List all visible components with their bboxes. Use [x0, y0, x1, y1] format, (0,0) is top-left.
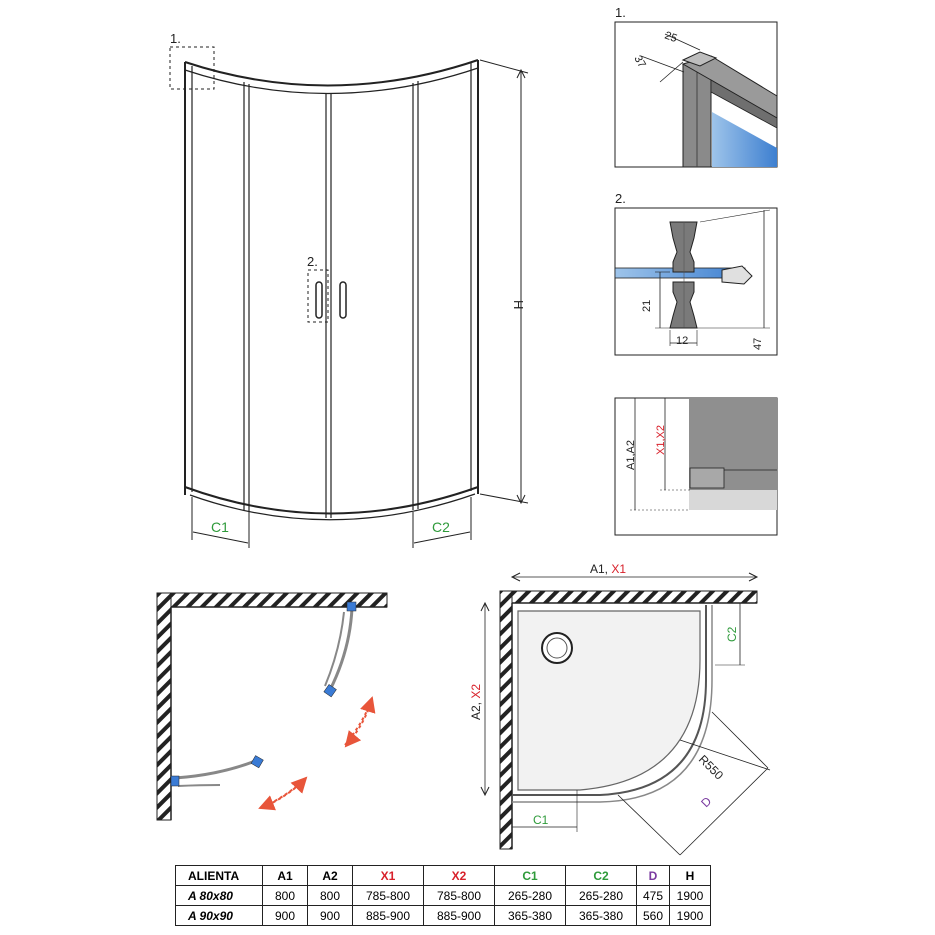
- cell-d: 475: [636, 885, 670, 906]
- detail2-callout-label: 2.: [307, 254, 318, 269]
- cell-a1: 800: [262, 885, 308, 906]
- cell-x1: 885-900: [352, 905, 424, 926]
- table-row: A 90x90 900 900 885-900 885-900 365-380 …: [175, 905, 711, 926]
- detail2-panel: [614, 207, 778, 356]
- plan-c1-label: C1: [533, 813, 549, 827]
- detail3-a1a2-label: A1,A2: [625, 440, 637, 470]
- cell-model: A 80x80: [175, 885, 263, 906]
- c1-front-label: C1: [211, 519, 229, 535]
- detail1-panel: [614, 21, 778, 168]
- cell-x2: 785-800: [423, 885, 495, 906]
- header-c1: C1: [494, 865, 566, 886]
- header-a2: A2: [307, 865, 353, 886]
- cell-a2: 800: [307, 885, 353, 906]
- height-label: H: [511, 300, 526, 309]
- cell-c2: 265-280: [565, 885, 637, 906]
- spec-table: ALIENTA A1 A2 X1 X2 C1 C2 D H A 80x80 80…: [175, 865, 711, 926]
- plan-c2-label: C2: [725, 626, 739, 642]
- plan-a1-label: A1, X1: [590, 562, 626, 576]
- header-x2: X2: [423, 865, 495, 886]
- detail2-title: 2.: [615, 191, 626, 206]
- detail2-dim-47: 47: [752, 338, 764, 350]
- detail3-x1x2-label: X1,X2: [655, 425, 667, 455]
- plan-r550-label: R550: [696, 752, 726, 782]
- cell-a2: 900: [307, 905, 353, 926]
- detail2-dim-12: 12: [676, 335, 688, 347]
- cell-x1: 785-800: [352, 885, 424, 906]
- cell-h: 1900: [669, 885, 711, 906]
- cell-model: A 90x90: [175, 905, 263, 926]
- cell-d: 560: [636, 905, 670, 926]
- detail3-panel: [614, 397, 778, 536]
- detail1-dim-37: 37: [631, 54, 648, 71]
- header-d: D: [636, 865, 670, 886]
- detail1-callout-box: [169, 46, 215, 90]
- cell-h: 1900: [669, 905, 711, 926]
- header-h: H: [669, 865, 711, 886]
- c2-front-label: C2: [432, 519, 450, 535]
- height-dimension: [479, 59, 529, 505]
- detail1-title: 1.: [615, 5, 626, 20]
- cell-c2: 365-380: [565, 905, 637, 926]
- front-view: [184, 59, 479, 521]
- detail2-dim-21: 21: [641, 300, 653, 312]
- plan-d-label: D: [698, 794, 714, 810]
- detail2-callout-box: [307, 269, 329, 323]
- detail1-callout-label: 1.: [170, 31, 181, 46]
- c2-dimension: [412, 497, 472, 548]
- cell-c1: 265-280: [494, 885, 566, 906]
- plan-a2-label: A2, X2: [469, 684, 483, 720]
- c1-dimension: [191, 497, 250, 548]
- cell-x2: 885-900: [423, 905, 495, 926]
- table-row: A 80x80 800 800 785-800 785-800 265-280 …: [175, 885, 711, 906]
- header-x1: X1: [352, 865, 424, 886]
- header-alienta: ALIENTA: [175, 865, 263, 886]
- cell-c1: 365-380: [494, 905, 566, 926]
- opening-diagram: [156, 592, 388, 821]
- table-header-row: ALIENTA A1 A2 X1 X2 C1 C2 D H: [175, 865, 711, 886]
- header-a1: A1: [262, 865, 308, 886]
- header-c2: C2: [565, 865, 637, 886]
- detail1-dim-25: 25: [663, 30, 679, 45]
- cell-a1: 900: [262, 905, 308, 926]
- plan-view: [480, 572, 771, 856]
